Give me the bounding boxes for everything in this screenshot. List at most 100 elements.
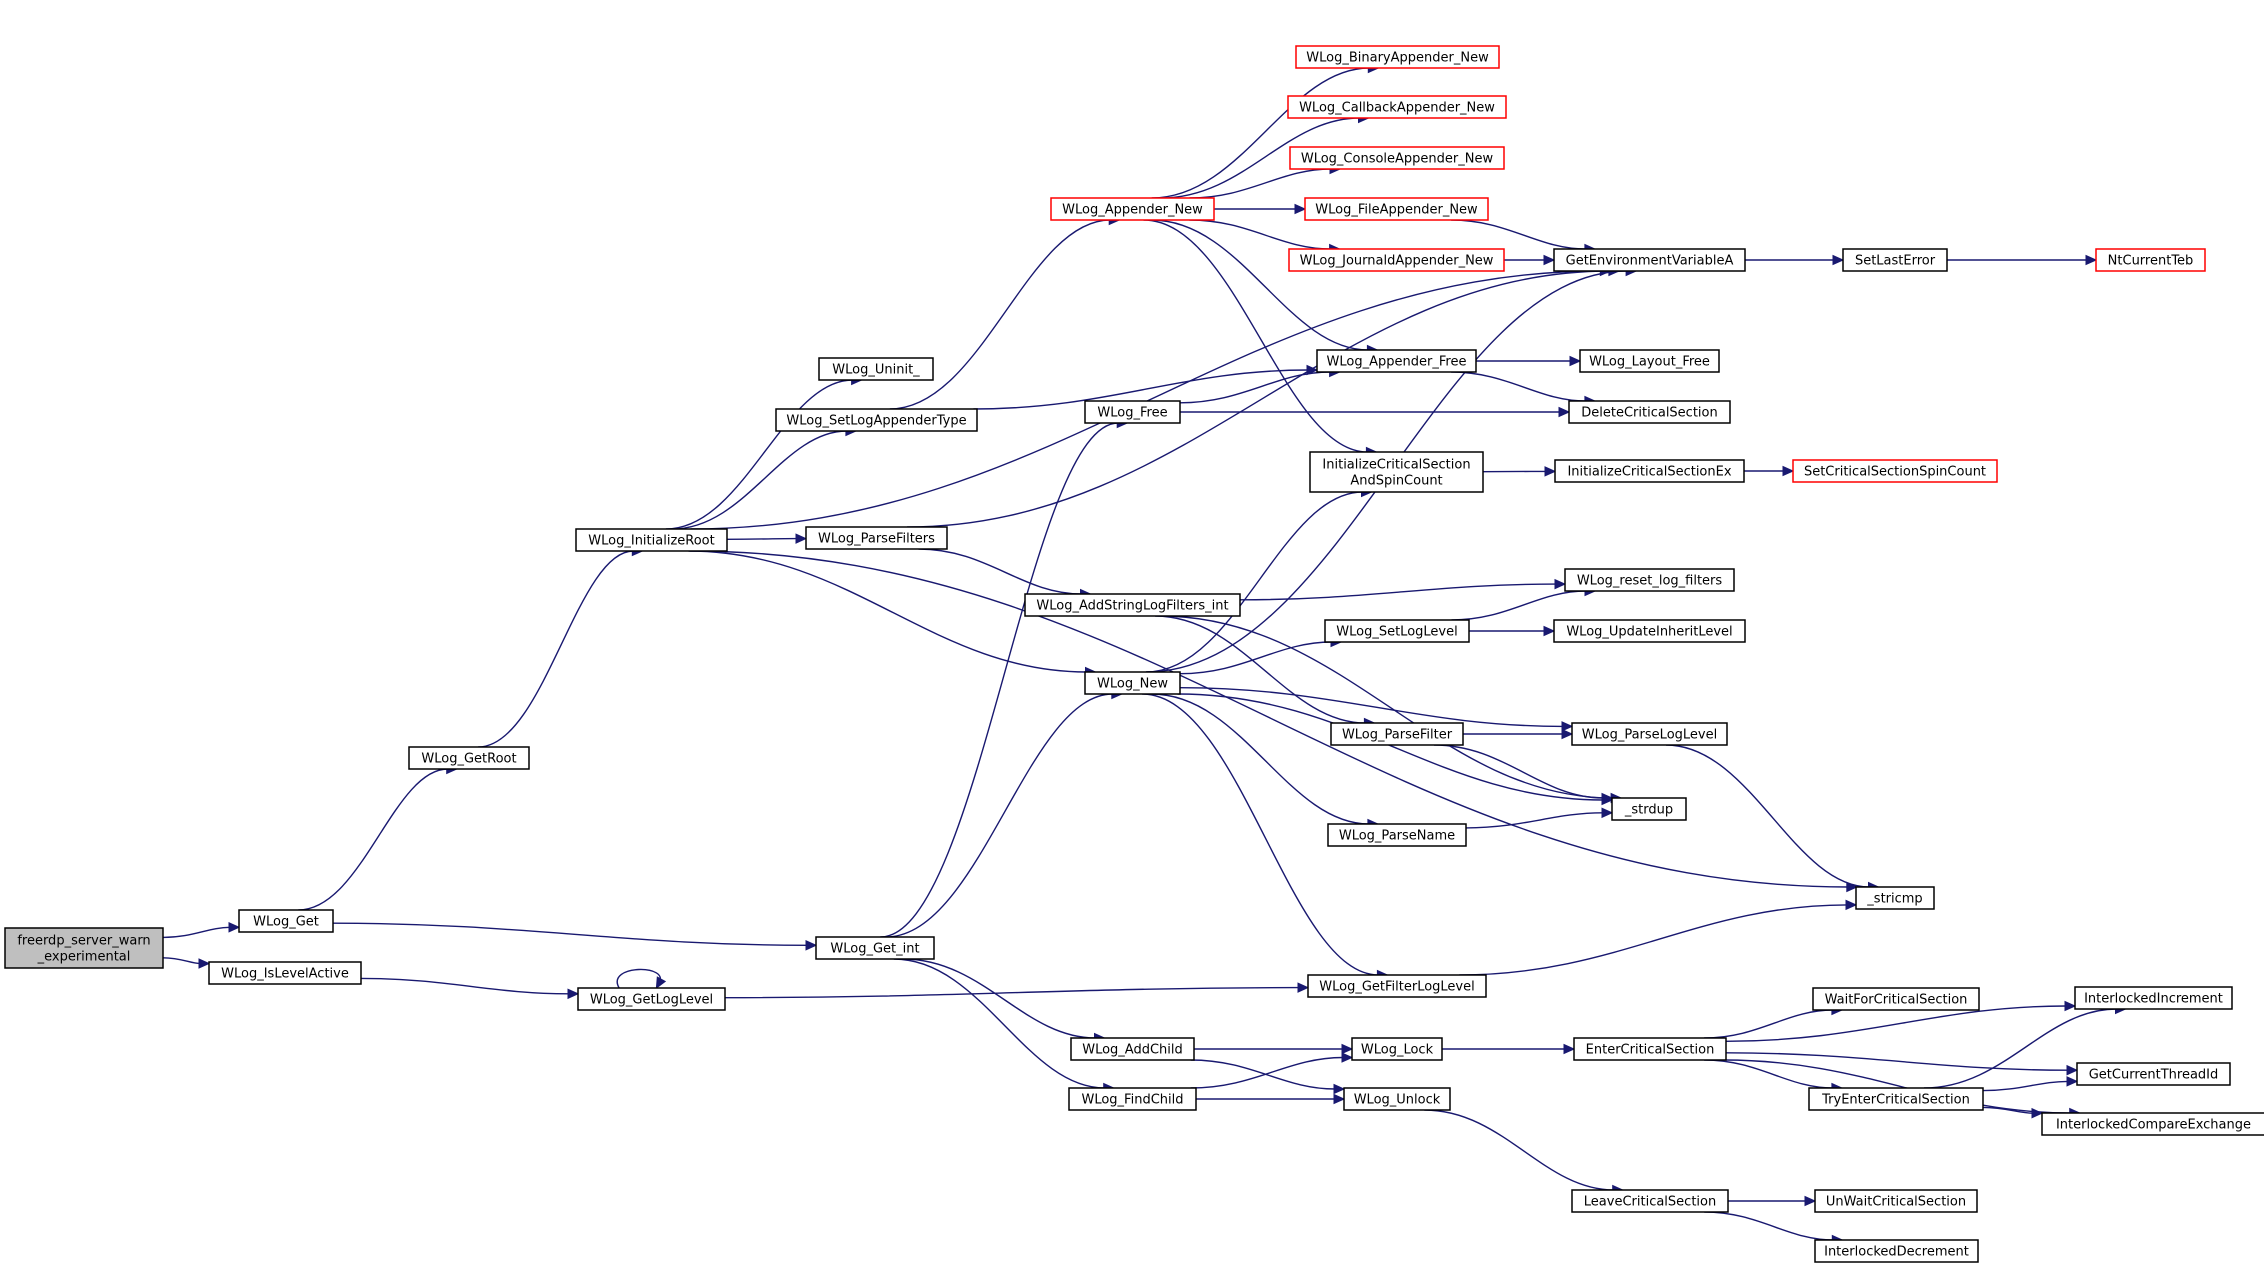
node-TryEnterCriticalSection[interactable]: TryEnterCriticalSection [1808, 1087, 1984, 1111]
node-WLog_AddChild[interactable]: WLog_AddChild [1070, 1037, 1195, 1061]
node-InitializeCriticalSectionEx[interactable]: InitializeCriticalSectionEx [1554, 459, 1745, 483]
node-WLog_GetRoot[interactable]: WLog_GetRoot [408, 746, 530, 770]
node-freerdp[interactable]: freerdp_server_warn_experimental [4, 927, 164, 969]
edge-line [724, 986, 1300, 999]
node-WLog_Appender_New[interactable]: WLog_Appender_New [1050, 197, 1215, 221]
node-label: WLog_reset_log_filters [1577, 574, 1723, 589]
node-WaitForCriticalSection[interactable]: WaitForCriticalSection [1812, 987, 1980, 1011]
edge-WLog_InitializeRoot-to-WLog_SetLogAppenderType [672, 425, 858, 530]
node-WLog_UpdateInheritLevel[interactable]: WLog_UpdateInheritLevel [1553, 619, 1746, 643]
edge-line [1146, 491, 1363, 673]
edge-arrowhead [228, 922, 241, 933]
edge-line [893, 958, 1105, 1089]
node-NtCurrentTeb[interactable]: NtCurrentTeb [2095, 248, 2206, 272]
edge-line [1160, 117, 1360, 199]
node-box [1289, 146, 1505, 170]
edge-arrowhead [805, 940, 818, 951]
edge-line [1465, 812, 1604, 829]
node-WLog_InitializeRoot[interactable]: WLog_InitializeRoot [575, 528, 728, 552]
edge-line [1451, 590, 1587, 621]
node-box [238, 909, 334, 933]
edge-WLog_ParseFilters-to-WLog_AddStringLogFilters_int [918, 548, 1092, 600]
node-label: WLog_BinaryAppender_New [1306, 51, 1489, 66]
node-box [1288, 248, 1505, 272]
node-SetLastError[interactable]: SetLastError [1842, 248, 1948, 272]
node-box [2041, 1112, 2264, 1136]
node-WLog_ParseFilter[interactable]: WLog_ParseFilter [1330, 722, 1464, 746]
edge-arrowhead [2066, 1076, 2079, 1087]
node-box [1814, 1239, 1979, 1263]
call-graph-edges [162, 62, 2127, 1246]
node-box [1330, 722, 1464, 746]
edge-InitializeCriticalSectionAndSpinCount-to-InitializeCriticalSectionEx [1482, 466, 1557, 477]
node-DeleteCriticalSection[interactable]: DeleteCriticalSection [1568, 400, 1731, 424]
node-label: WLog_JournaldAppender_New [1300, 254, 1494, 269]
node-WLog_GetFilterLogLevel[interactable]: WLog_GetFilterLogLevel [1307, 974, 1487, 998]
node-WLog_Lock[interactable]: WLog_Lock [1351, 1037, 1443, 1061]
node-WLog_CallbackAppender_New[interactable]: WLog_CallbackAppender_New [1287, 95, 1507, 119]
node-EnterCriticalSection[interactable]: EnterCriticalSection [1573, 1037, 1727, 1061]
node-InterlockedIncrement[interactable]: InterlockedIncrement [2074, 986, 2233, 1010]
node-WLog_New[interactable]: WLog_New [1084, 671, 1181, 695]
node-_stricmp[interactable]: _stricmp [1855, 886, 1935, 910]
edge-arrowhead [1561, 728, 1574, 740]
node-label: InterlockedCompareExchange [2056, 1118, 2251, 1133]
node-_strdup[interactable]: _strdup [1611, 797, 1687, 821]
node-WLog_GetLogLevel[interactable]: WLog_GetLogLevel [577, 987, 726, 1011]
edge-WLog_FindChild-to-WLog_Unlock [1196, 1093, 1346, 1105]
node-box [1573, 1037, 1727, 1061]
node-SetCriticalSectionSpinCount[interactable]: SetCriticalSectionSpinCount [1792, 459, 1998, 483]
edge-line [1189, 219, 1331, 250]
edge-TryEnterCriticalSection-to-InterlockedCompareExchange [1982, 1106, 2044, 1119]
node-label: LeaveCriticalSection [1584, 1195, 1716, 1210]
node-WLog_FindChild[interactable]: WLog_FindChild [1068, 1087, 1197, 1111]
edge-SetLastError-to-NtCurrentTeb [1947, 254, 2098, 266]
edge-freerdp-to-WLog_Get [162, 922, 241, 939]
edge-line [689, 550, 1848, 888]
edge-line [672, 430, 847, 530]
node-WLog_AddStringLogFilters_int[interactable]: WLog_AddStringLogFilters_int [1024, 593, 1241, 617]
node-UnWaitCriticalSection[interactable]: UnWaitCriticalSection [1814, 1189, 1978, 1213]
node-WLog_ParseFilters[interactable]: WLog_ParseFilters [805, 526, 948, 550]
node-label: WLog_Appender_Free [1327, 355, 1467, 370]
node-WLog_ParseName[interactable]: WLog_ParseName [1327, 823, 1467, 847]
node-GetEnvironmentVariableA[interactable]: GetEnvironmentVariableA [1553, 248, 1746, 272]
node-WLog_Appender_Free[interactable]: WLog_Appender_Free [1316, 349, 1477, 373]
node-WLog_reset_log_filters[interactable]: WLog_reset_log_filters [1564, 568, 1735, 592]
edge-WLog_ParseName-to-_strdup [1465, 807, 1614, 829]
node-box [408, 746, 530, 770]
node-WLog_SetLogAppenderType[interactable]: WLog_SetLogAppenderType [775, 408, 978, 432]
node-WLog_ConsoleAppender_New[interactable]: WLog_ConsoleAppender_New [1289, 146, 1505, 170]
edge-WLog_New-to-WLog_ParseName [1151, 693, 1380, 830]
call-graph-nodes: freerdp_server_warn_experimentalWLog_Get… [4, 45, 2264, 1263]
node-box [1343, 1087, 1451, 1111]
node-WLog_IsLevelActive[interactable]: WLog_IsLevelActive [208, 961, 362, 985]
node-box [208, 961, 362, 985]
node-label: WLog_Appender_New [1062, 203, 1203, 218]
node-box [577, 987, 726, 1011]
node-label: InterlockedIncrement [2084, 992, 2223, 1007]
edge-arrowhead [1297, 982, 1310, 993]
node-GetCurrentThreadId[interactable]: GetCurrentThreadId [2076, 1062, 2231, 1086]
node-WLog_BinaryAppender_New[interactable]: WLog_BinaryAppender_New [1295, 45, 1500, 69]
node-WLog_Unlock[interactable]: WLog_Unlock [1343, 1087, 1451, 1111]
node-WLog_Get_int[interactable]: WLog_Get_int [815, 936, 935, 960]
node-InterlockedDecrement[interactable]: InterlockedDecrement [1814, 1239, 1979, 1263]
node-WLog_Uninit_[interactable]: WLog_Uninit_ [818, 357, 934, 381]
edge-line [478, 550, 634, 748]
node-label: WLog_FileAppender_New [1315, 203, 1478, 218]
node-WLog_SetLogLevel[interactable]: WLog_SetLogLevel [1324, 619, 1470, 643]
node-WLog_Get[interactable]: WLog_Get [238, 909, 334, 933]
node-WLog_FileAppender_New[interactable]: WLog_FileAppender_New [1304, 197, 1489, 221]
node-WLog_ParseLogLevel[interactable]: WLog_ParseLogLevel [1571, 722, 1728, 746]
node-box [2095, 248, 2206, 272]
edge-line [1239, 583, 1557, 601]
node-InterlockedCompareExchange[interactable]: InterlockedCompareExchange [2041, 1112, 2264, 1136]
node-WLog_JournaldAppender_New[interactable]: WLog_JournaldAppender_New [1288, 248, 1505, 272]
edge-freerdp-to-WLog_IsLevelActive [162, 957, 211, 969]
node-label: WLog_Uninit_ [832, 363, 920, 378]
node-WLog_Layout_Free[interactable]: WLog_Layout_Free [1579, 349, 1720, 373]
node-WLog_Free[interactable]: WLog_Free [1084, 400, 1181, 424]
node-LeaveCriticalSection[interactable]: LeaveCriticalSection [1571, 1189, 1729, 1213]
